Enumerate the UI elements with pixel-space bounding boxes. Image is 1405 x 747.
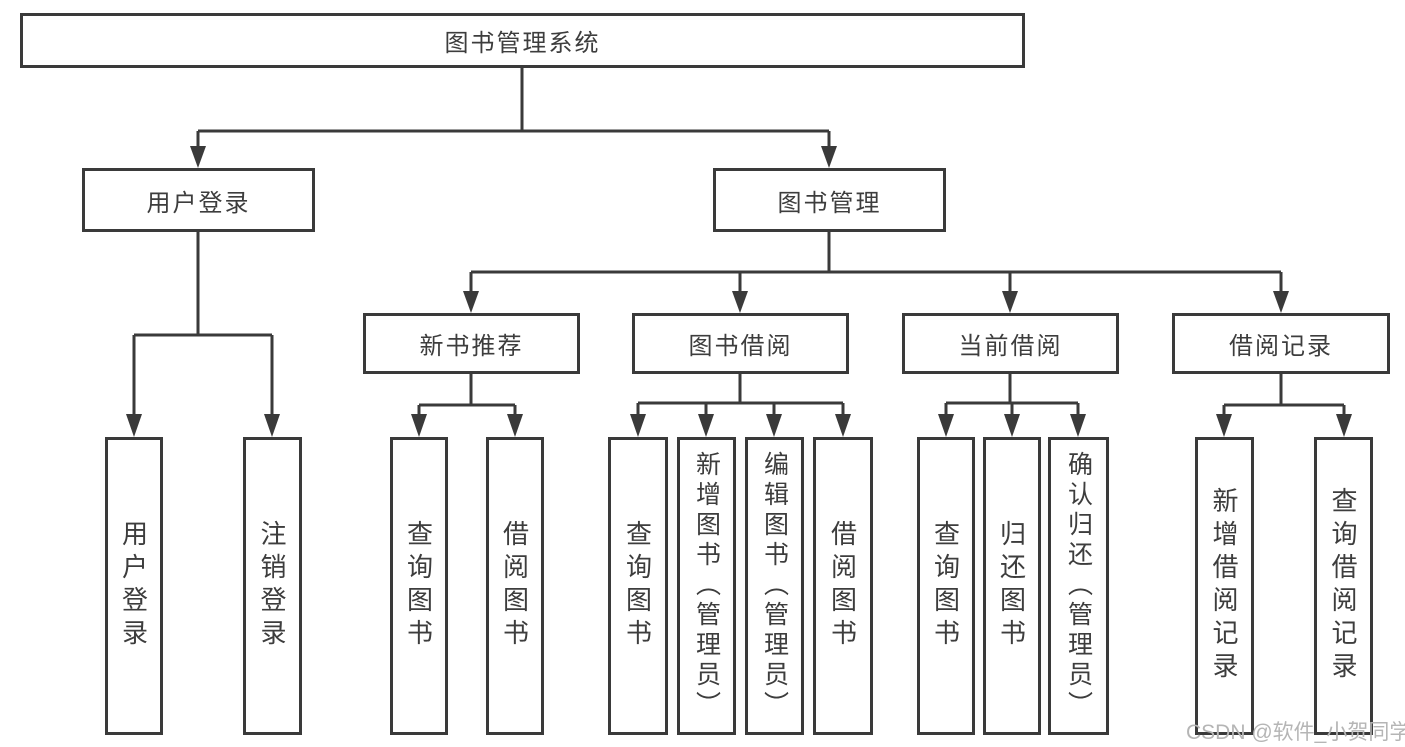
- leaf-add-book-admin: 新增图书（管理员）: [677, 437, 736, 735]
- node-borrowing-records: 借阅记录: [1172, 313, 1390, 374]
- leaf-user-login: 用户登录: [105, 437, 163, 735]
- leaf-query-books-current: 查询图书: [917, 437, 975, 735]
- node-book-management-label: 图书管理: [777, 189, 882, 217]
- node-current-borrowing: 当前借阅: [902, 313, 1119, 374]
- arrowhead: [938, 414, 954, 437]
- arrowhead: [1216, 414, 1232, 437]
- leaf-query-books-borrowing-label: 查询图书: [622, 520, 653, 652]
- leaf-query-borrow-record: 查询借阅记录: [1314, 437, 1373, 735]
- node-borrowing-records-label: 借阅记录: [1229, 333, 1333, 360]
- leaf-borrow-books-recommend-label: 借阅图书: [499, 520, 530, 652]
- node-book-borrowing: 图书借阅: [632, 313, 849, 374]
- arrowhead: [835, 414, 851, 437]
- node-book-management: 图书管理: [713, 168, 946, 232]
- leaf-query-books-current-label: 查询图书: [930, 520, 961, 652]
- arrowhead: [698, 414, 714, 437]
- arrowhead: [1004, 414, 1020, 437]
- arrowhead: [1002, 291, 1018, 313]
- node-book-borrowing-label: 图书借阅: [688, 333, 793, 360]
- leaf-logout: 注销登录: [243, 437, 302, 735]
- leaf-borrow-books-recommend: 借阅图书: [486, 437, 544, 735]
- leaf-add-borrow-record: 新增借阅记录: [1195, 437, 1254, 735]
- leaf-query-borrow-record-label: 查询借阅记录: [1328, 487, 1358, 685]
- arrowhead: [190, 146, 206, 168]
- leaf-add-borrow-record-label: 新增借阅记录: [1209, 487, 1239, 685]
- leaf-borrow-books: 借阅图书: [813, 437, 873, 735]
- arrowhead: [463, 291, 479, 313]
- leaf-query-books-recommend: 查询图书: [390, 437, 448, 735]
- arrowhead: [126, 414, 142, 437]
- arrowhead: [766, 414, 782, 437]
- arrowhead: [821, 146, 837, 168]
- arrowhead: [411, 414, 427, 437]
- leaf-return-book: 归还图书: [983, 437, 1041, 735]
- leaf-return-book-label: 归还图书: [996, 520, 1027, 652]
- node-current-borrowing-label: 当前借阅: [958, 333, 1063, 360]
- arrowhead: [1070, 414, 1086, 437]
- arrowhead: [264, 414, 280, 437]
- leaf-user-login-label: 用户登录: [118, 520, 149, 652]
- arrowhead: [732, 291, 748, 313]
- arrowhead: [630, 414, 646, 437]
- arrowhead: [1336, 414, 1352, 437]
- node-user-login: 用户登录: [82, 168, 315, 232]
- leaf-logout-label: 注销登录: [257, 520, 287, 652]
- node-new-book-recommend: 新书推荐: [363, 313, 580, 374]
- arrowhead: [507, 414, 523, 437]
- arrowhead: [1273, 291, 1289, 313]
- leaf-confirm-return-admin-label: 确认归还（管理员）: [1064, 451, 1093, 721]
- leaf-query-books-borrowing: 查询图书: [608, 437, 668, 735]
- node-new-book-recommend-label: 新书推荐: [419, 333, 524, 360]
- leaf-query-books-recommend-label: 查询图书: [403, 520, 434, 652]
- csdn-watermark: CSDN @软件_小贺同学: [1186, 721, 1405, 744]
- leaf-edit-book-admin: 编辑图书（管理员）: [745, 437, 804, 735]
- leaf-borrow-books-label: 借阅图书: [827, 520, 858, 652]
- node-user-login-label: 用户登录: [146, 189, 251, 217]
- leaf-add-book-admin-label: 新增图书（管理员）: [692, 451, 721, 721]
- node-library-system-label: 图书管理系统: [444, 30, 601, 57]
- node-library-system: 图书管理系统: [20, 13, 1025, 68]
- leaf-edit-book-admin-label: 编辑图书（管理员）: [760, 451, 789, 721]
- leaf-confirm-return-admin: 确认归还（管理员）: [1048, 437, 1109, 735]
